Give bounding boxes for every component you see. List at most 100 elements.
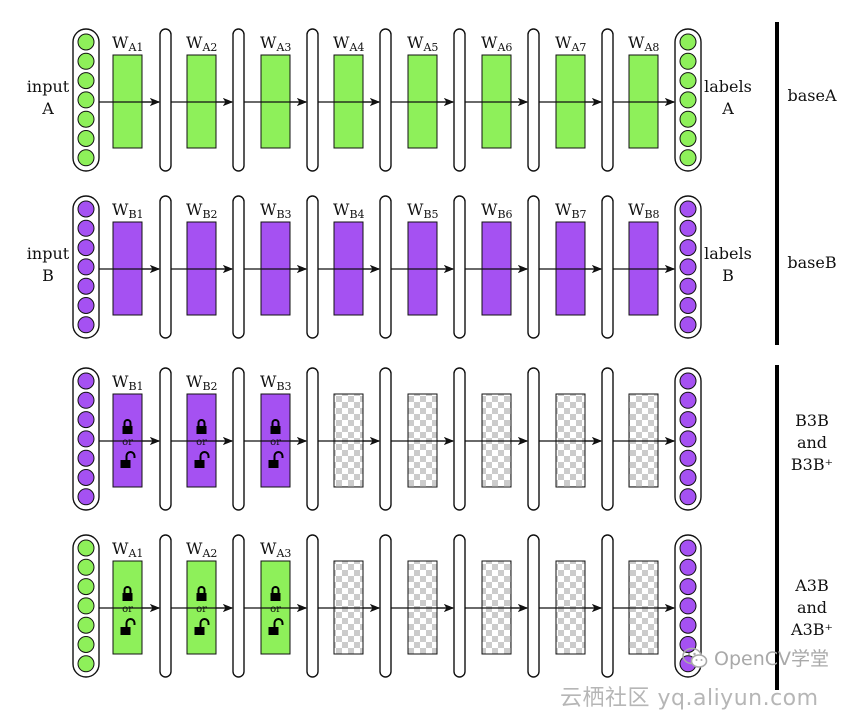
output-dot [679,219,697,237]
weight-label-sub: A2 [201,41,217,54]
input-dot [77,52,95,70]
weight-label-sub: B2 [202,208,217,221]
output-dot [679,239,697,257]
weight-label-sub: A1 [127,547,143,560]
lock-body [196,426,207,434]
sidebar-label: and [797,433,827,452]
input-dot [77,258,95,276]
weight-label: WB2 [186,200,218,221]
weight-label-sub: A1 [127,41,143,54]
weight-label-sub: A2 [201,547,217,560]
layer-column [159,534,172,678]
unlocked-icon [268,451,284,468]
lock-shackle [125,451,136,460]
watermark-site: 云栖社区 yq.aliyun.com [560,680,819,712]
weight-label: WA6 [481,33,512,54]
weight-label-main: W [186,539,203,558]
locked-icon [196,586,207,601]
lock-shackle [197,419,206,426]
output-dot [679,578,697,596]
layer-column [159,28,172,172]
input-dot [77,277,95,295]
layer-column [232,534,245,678]
lock-or-text: or [196,437,207,448]
input-dot [77,616,95,634]
lock-shackle [199,451,210,460]
weight-label: WA8 [628,33,659,54]
watermark-site-text: 云栖社区 yq.aliyun.com [560,686,819,711]
weight-label: WA4 [333,33,364,54]
layer-column [306,195,319,339]
weight-label: WA3 [260,539,291,560]
input-dot [77,469,95,486]
output-dot [679,469,697,486]
lock-or-text: or [270,437,281,448]
layer-column [527,195,540,339]
layer-column [306,28,319,172]
lock-shackle [123,586,132,593]
output-dot [679,616,697,634]
output-label: A [721,99,734,118]
output-dot [679,297,697,314]
input-dot [77,558,95,576]
layer-column [159,367,172,511]
output-dot [679,411,697,429]
input-dot [77,539,95,557]
layer-column [232,195,245,339]
sidebar-label: baseA [787,86,836,105]
locked-icon [122,419,133,434]
weight-label-sub: A3 [275,547,291,560]
weight-label-main: W [481,33,498,52]
lock-or-text: or [122,604,133,615]
weight-label: WA2 [186,33,217,54]
weight-label-main: W [407,200,424,219]
lock-shackle [273,451,284,460]
watermark-wechat: OpenCV学堂 [682,644,829,671]
input-label: B [42,266,54,285]
layer-column [453,367,466,511]
weight-label: WB3 [260,372,292,393]
input-dot [77,110,95,128]
output-dot [679,200,697,218]
unlocked-icon [120,451,136,468]
layer-column [379,367,392,511]
weight-label-main: W [112,200,129,219]
weight-label-sub: A4 [348,41,364,54]
weight-label: WB4 [333,200,365,221]
input-dot [77,578,95,596]
input-dot [77,149,95,167]
weight-label-sub: B5 [423,208,438,221]
weight-label-sub: B2 [202,380,217,393]
output-dot [679,316,697,334]
weight-label-sub: B7 [571,208,586,221]
layer-column [379,195,392,339]
layer-column [306,534,319,678]
layer-column [601,28,614,172]
input-dot [77,297,95,314]
lock-body [120,460,131,468]
weight-label-main: W [186,372,203,391]
output-label: B [722,266,734,285]
input-dot [77,597,95,615]
weight-label: WB5 [407,200,439,221]
layer-column [527,28,540,172]
layer-column [379,534,392,678]
layer-column [601,534,614,678]
output-dot [679,449,697,467]
layer-column [159,195,172,339]
lock-shackle [123,419,132,426]
lock-body [196,593,207,601]
weight-label-main: W [260,372,277,391]
weight-label-sub: B6 [497,208,512,221]
lock-body [270,593,281,601]
input-dot [77,130,95,147]
weight-label-main: W [481,200,498,219]
sidebar-label: A3B⁺ [790,620,833,639]
layer-column [306,367,319,511]
weight-label-main: W [260,539,277,558]
layer-column [527,367,540,511]
